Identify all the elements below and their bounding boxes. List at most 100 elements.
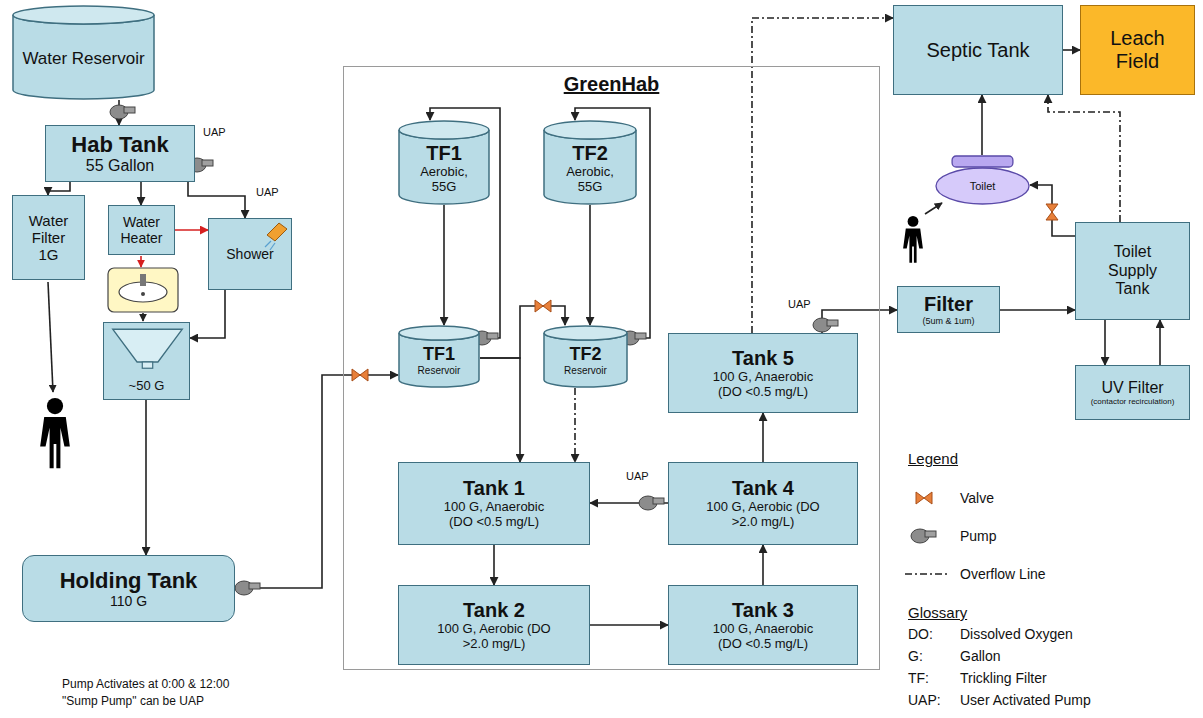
tank-box: Toilet Supply Tank [1075, 222, 1190, 320]
text-group: TF2Aerobic, 55G [555, 142, 625, 195]
text-group: Toilet Supply Tank [1098, 243, 1168, 298]
text-group: UV Filter(contactor recirculation) [1091, 379, 1175, 407]
node-title: Tank 4 [732, 477, 794, 500]
text-group: Tank 4100 G, Aerobic (DO >2.0 mg/L) [701, 477, 826, 530]
text-group: Holding Tank110 G [60, 568, 198, 609]
pump-tag: UAP [256, 186, 279, 199]
reservoir-tank: TF1Reservoir [398, 325, 480, 388]
legend-text: Trickling Filter [960, 670, 1047, 687]
text-group: Water Filter 1G [24, 212, 74, 264]
text-group: GreenHab [564, 73, 660, 96]
heat-arrow [140, 256, 142, 267]
text-group: TF1Aerobic, 55G [409, 142, 479, 195]
node-title: Septic Tank [926, 39, 1029, 62]
septic-box: Septic Tank [893, 5, 1063, 95]
node-title: Leach Field [1098, 27, 1178, 73]
heater-box: Water Heater [108, 205, 175, 255]
legend-text: DO: [908, 626, 933, 643]
person-figure [40, 398, 70, 468]
pump-tag: UAP [626, 470, 649, 483]
text-group: Septic Tank [926, 39, 1029, 62]
node-title: TF1 [426, 142, 462, 165]
filter-box: Water Filter 1G [12, 195, 85, 280]
node-detail: 55 Gallon [86, 157, 155, 175]
node-detail: 110 G [110, 593, 147, 609]
text-group: Leach Field [1098, 27, 1178, 73]
filter-box: Filter(5um & 1um) [897, 286, 1000, 333]
flow-arrow [1159, 320, 1161, 365]
overflow-line [574, 388, 576, 462]
tank-box: Tank 3100 G, Anaerobic (DO <0.5 mg/L) [668, 585, 858, 665]
toilet-figure: Toilet [935, 155, 1030, 205]
flow-arrow [589, 205, 591, 325]
reservoir-tank: TF2Reservoir [543, 325, 628, 388]
flow-arrow [762, 413, 764, 462]
legend-row: Pump [960, 528, 997, 545]
legend-text: Glossary [908, 604, 967, 622]
node-detail: Reservoir [564, 365, 607, 377]
flow-arrow [493, 545, 495, 585]
flow-arrow [443, 205, 445, 325]
node-detail: (contactor recirculation) [1091, 397, 1175, 406]
use-arrow [925, 203, 942, 214]
node-detail: Reservoir [418, 365, 461, 377]
shower-box: Shower [208, 218, 292, 290]
legend-text: Dissolved Oxygen [960, 626, 1073, 643]
legend-text: Gallon [960, 648, 1000, 665]
node-title: Shower [226, 246, 273, 262]
node-title: Toilet [970, 180, 996, 193]
legend-row: Overflow Line [960, 566, 1046, 583]
flow-arrow [188, 182, 245, 218]
filter-box: UV Filter(contactor recirculation) [1075, 365, 1190, 420]
flow-arrow [1000, 309, 1075, 311]
node-detail: 100 G, Anaerobic (DO <0.5 mg/L) [432, 500, 557, 530]
flow-arrow [981, 95, 983, 155]
tank-box: Holding Tank110 G [22, 555, 235, 622]
flow-arrow [1030, 185, 1075, 236]
flow-arrow [480, 358, 520, 462]
flow-arrow [175, 229, 208, 231]
tank-box: Hab Tank55 Gallon [45, 125, 195, 182]
flow-arrow [48, 182, 70, 195]
valve-symbol [535, 300, 551, 312]
node-title: Tank 1 [463, 477, 525, 500]
flow-arrow [140, 182, 142, 205]
sink-illustration [108, 268, 178, 312]
legend-label: Overflow Line [960, 566, 1046, 582]
node-title: Toilet Supply Tank [1098, 243, 1168, 298]
legend-row: Valve [960, 490, 994, 507]
note-text: "Sump Pump" can be UAP [62, 694, 204, 708]
legend-text: G: [908, 648, 923, 665]
tank-box: Tank 4100 G, Aerobic (DO >2.0 mg/L) [668, 462, 858, 545]
reservoir-tank: Water Reservoir [12, 5, 155, 100]
text-group: Tank 2100 G, Aerobic (DO >2.0 mg/L) [432, 599, 557, 652]
pump-symbol [110, 105, 135, 119]
node-title: TF1 [423, 344, 455, 365]
flow-arrow [145, 400, 147, 555]
node-title: Holding Tank [60, 568, 198, 593]
valve-sample [916, 492, 932, 504]
node-title: TF2 [569, 344, 601, 365]
tank-box: Tank 2100 G, Aerobic (DO >2.0 mg/L) [398, 585, 590, 665]
node-detail: 100 G, Anaerobic (DO <0.5 mg/L) [701, 622, 826, 652]
node-detail: Aerobic, 55G [555, 165, 625, 195]
node-title: TF2 [572, 142, 608, 165]
pump-tag: UAP [203, 126, 226, 139]
node-detail: 100 G, Aerobic (DO >2.0 mg/L) [701, 500, 826, 530]
legend-text: Legend [908, 450, 958, 468]
pump-symbol [235, 581, 260, 595]
text-group: Tank 3100 G, Anaerobic (DO <0.5 mg/L) [701, 599, 826, 652]
flow-arrow [590, 624, 668, 626]
text-group: TF1Reservoir [418, 344, 461, 376]
flow-arrow [190, 290, 225, 338]
drain-arrow [142, 313, 144, 321]
overflow-sample [905, 573, 948, 575]
node-title: Tank 5 [732, 347, 794, 370]
legend-text: User Activated Pump [960, 692, 1091, 709]
node-title: GreenHab [564, 73, 660, 96]
drink-arrow [48, 282, 53, 392]
node-detail: (5um & 1um) [922, 316, 974, 326]
text-group: TF2Reservoir [564, 344, 607, 376]
node-title: Hab Tank [71, 132, 168, 157]
legend-text: TF: [908, 670, 929, 687]
